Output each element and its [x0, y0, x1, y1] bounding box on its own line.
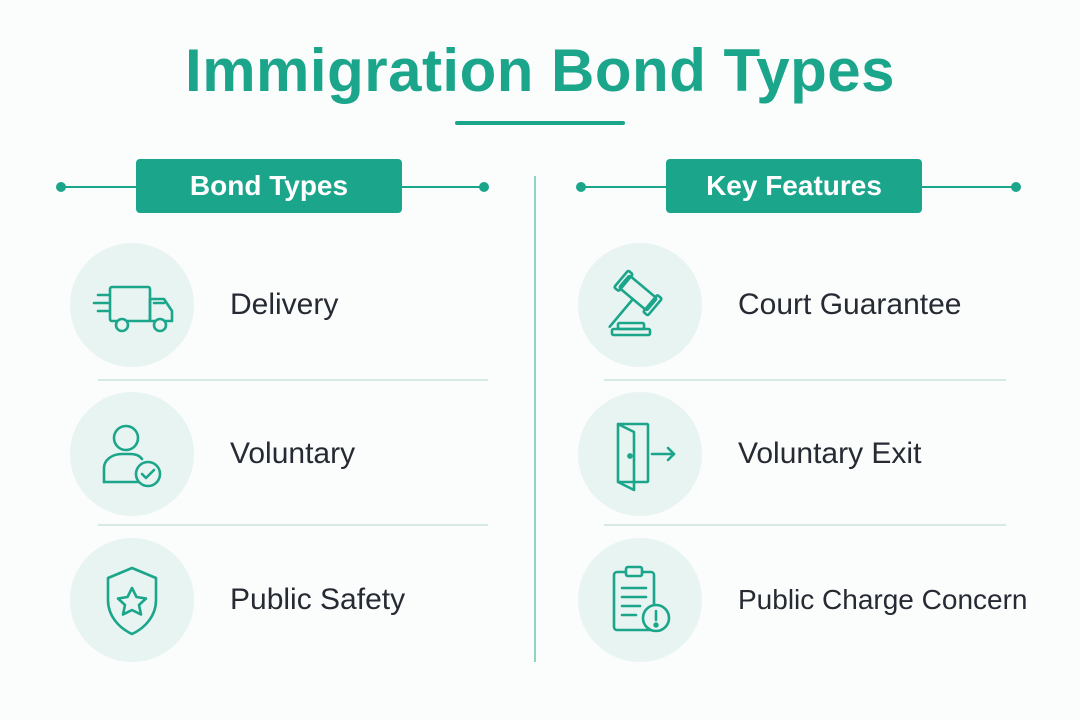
icon-circle	[70, 243, 194, 367]
heading-line-right	[402, 186, 484, 188]
item-label: Voluntary	[230, 437, 356, 470]
item-label: Public Charge Concern	[738, 584, 1028, 615]
list-item-public-safety: Public Safety	[70, 538, 510, 662]
clipboard-alert-icon	[612, 565, 671, 633]
item-label: Public Safety	[230, 583, 406, 616]
list-item-voluntary-exit: Voluntary Exit	[578, 392, 1038, 516]
heading-line-right	[922, 186, 1014, 188]
row-separator	[604, 379, 1006, 381]
heading-dot-right	[479, 182, 489, 192]
gavel-icon	[608, 269, 663, 337]
item-label: Delivery	[230, 288, 339, 321]
icon-circle	[578, 392, 702, 516]
key-features-column: Key Features Court Guarantee	[540, 0, 1080, 720]
item-label: Court Guarantee	[738, 288, 962, 321]
icon-circle	[578, 243, 702, 367]
list-item-court-guarantee: Court Guarantee	[578, 243, 1038, 367]
column-divider	[534, 176, 536, 662]
key-features-heading: Key Features	[666, 159, 922, 213]
list-item-delivery: Delivery	[70, 243, 510, 367]
list-item-public-charge-concern: Public Charge Concern	[578, 538, 1038, 662]
heading-line-left	[61, 186, 136, 188]
icon-circle	[70, 392, 194, 516]
delivery-truck-icon	[92, 285, 174, 333]
bond-types-column: Bond Types Delivery	[56, 159, 510, 662]
list-item-voluntary: Voluntary	[70, 392, 510, 516]
title-underline	[455, 121, 625, 125]
heading-line-left	[581, 186, 666, 188]
user-check-icon	[102, 424, 162, 488]
heading-dot-right	[1011, 182, 1021, 192]
row-separator	[604, 524, 1006, 526]
row-separator	[98, 379, 488, 381]
icon-circle	[70, 538, 194, 662]
door-exit-icon	[616, 422, 676, 492]
page-title: Immigration Bond Types	[185, 37, 895, 104]
item-label: Voluntary Exit	[738, 437, 922, 470]
shield-star-icon	[106, 566, 158, 636]
row-separator	[98, 524, 488, 526]
icon-circle	[578, 538, 702, 662]
bond-types-heading: Bond Types	[136, 159, 402, 213]
